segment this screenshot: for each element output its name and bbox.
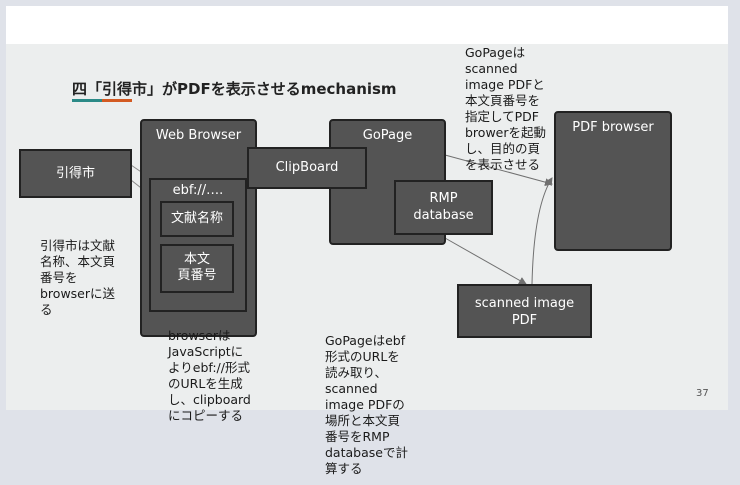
page-number-label: 本文 頁番号 bbox=[177, 252, 217, 283]
link-rmp-scanned bbox=[444, 237, 527, 285]
clipboard-node: ClipBoard bbox=[247, 147, 367, 189]
note-browser-js: browserは JavaScriptに よりebf://形式 のURLを生成 … bbox=[168, 328, 251, 423]
rmp-database-node: RMP database bbox=[394, 180, 493, 235]
note-indexer-sends: 引得市は文献 名称、本文頁 番号を browserに送 る bbox=[40, 238, 116, 317]
doc-name-label: 文献名称 bbox=[170, 211, 223, 226]
web-browser-label: Web Browser bbox=[155, 128, 242, 143]
pdf-browser-label: PDF browser bbox=[572, 120, 654, 135]
ebf-url-label: ebf://…. bbox=[172, 183, 224, 198]
doc-name-node: 文献名称 bbox=[160, 201, 234, 237]
link-scanned-pdfbrowser bbox=[531, 177, 553, 285]
pdf-browser-node: PDF browser bbox=[554, 111, 672, 251]
indexer-node: 引得市 bbox=[19, 149, 132, 198]
scanned-pdf-label: scanned image PDF bbox=[474, 296, 575, 328]
page-number-node: 本文 頁番号 bbox=[160, 244, 234, 293]
slide-top-area bbox=[6, 6, 728, 44]
clipboard-label: ClipBoard bbox=[275, 160, 339, 175]
note-gopage-to-pdf: GoPageは scanned image PDFと 本文頁番号を 指定してPD… bbox=[465, 45, 546, 172]
title-underline-teal bbox=[72, 99, 102, 102]
gopage-label: GoPage bbox=[362, 128, 413, 143]
scanned-pdf-node: scanned image PDF bbox=[457, 284, 592, 338]
link-gopage-pdfbrowser bbox=[444, 154, 553, 187]
note-gopage-reads: GoPageはebf 形式のURLを 読み取り、 scanned image P… bbox=[325, 333, 408, 476]
rmp-database-label: RMP database bbox=[413, 191, 474, 223]
title-underline-orange bbox=[102, 99, 132, 102]
slide-number: 37 bbox=[696, 388, 709, 399]
indexer-label: 引得市 bbox=[55, 166, 95, 181]
slide-title: 四「引得市」がPDFを表示させるmechanism bbox=[72, 80, 397, 98]
